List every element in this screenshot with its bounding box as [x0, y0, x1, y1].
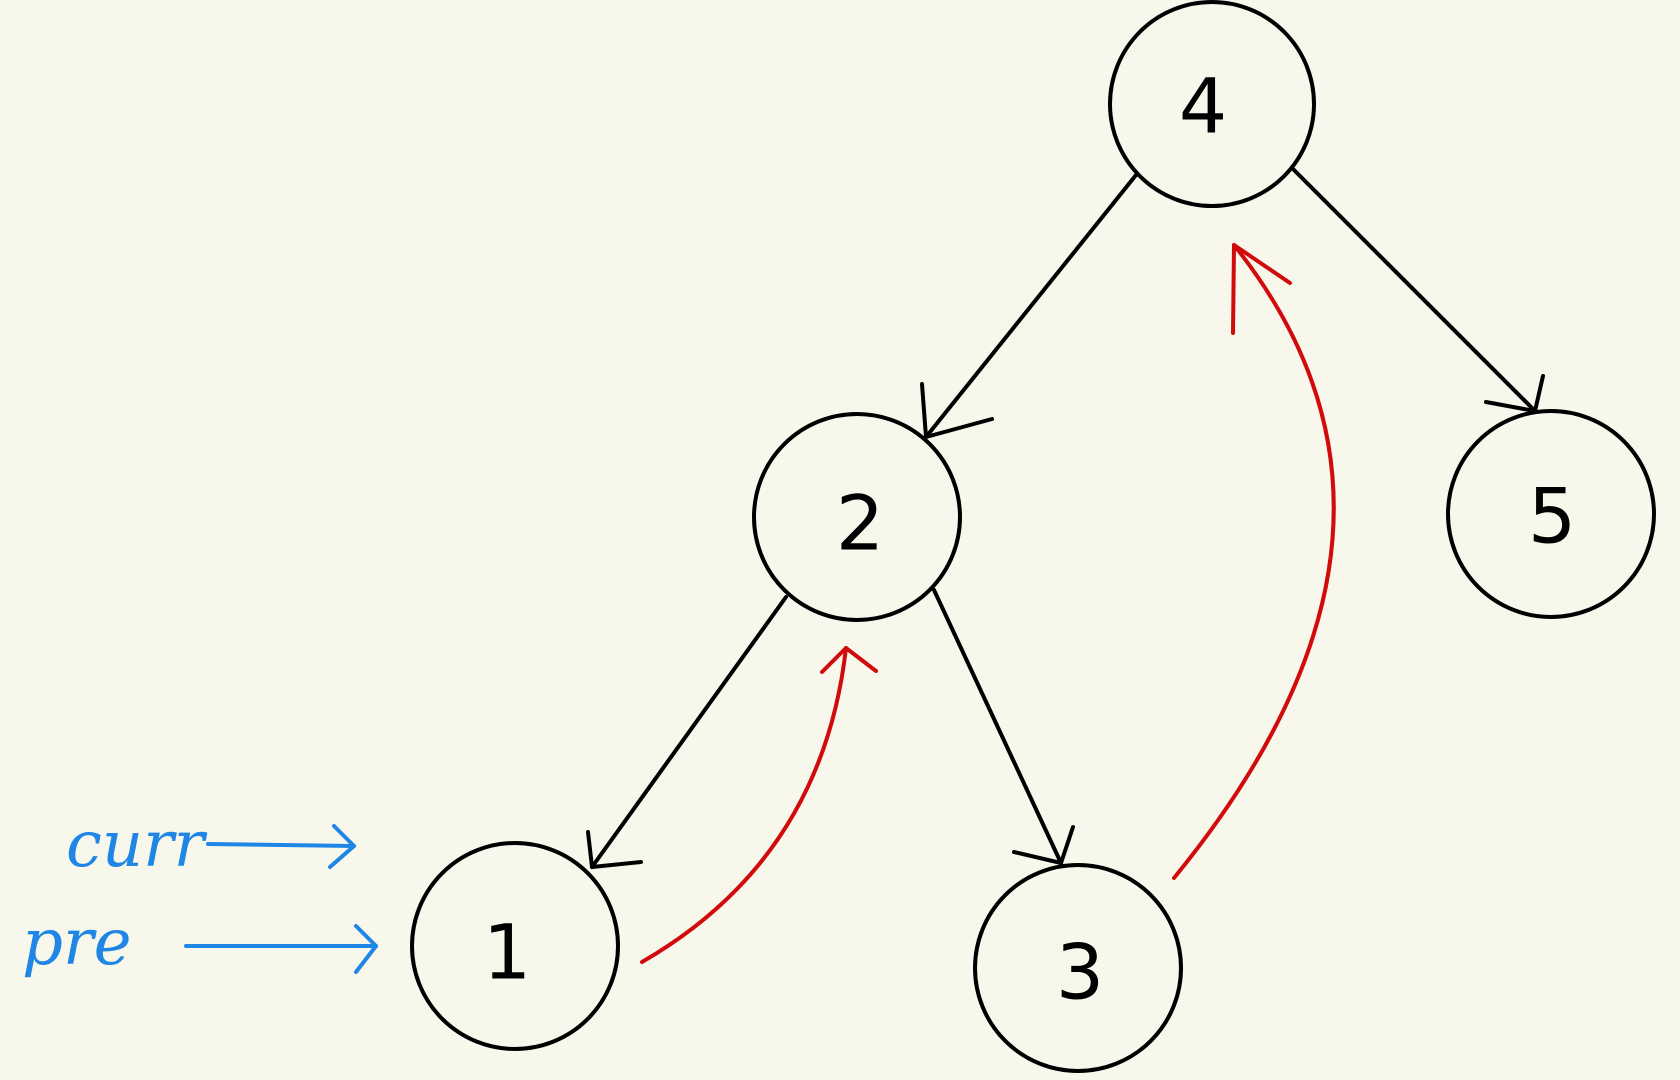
- node-label: 4: [1179, 62, 1227, 151]
- edge-4-to-5: [1291, 167, 1545, 413]
- tree-node: 3: [973, 863, 1183, 1073]
- tree-edges: [586, 167, 1545, 869]
- edge-2-to-1: [586, 595, 788, 869]
- node-label: 3: [1056, 928, 1104, 1017]
- tree-nodes: 4 2 5 1 3: [410, 0, 1656, 1073]
- pre-pointer: pre: [22, 906, 378, 980]
- tree-node: 4: [1108, 0, 1316, 208]
- node-label: 2: [836, 479, 884, 568]
- pointer-annotations: curr pre: [22, 808, 378, 980]
- tree-node: 2: [752, 412, 962, 622]
- thread-3-to-4: [1172, 243, 1336, 880]
- curr-pointer-label: curr: [66, 808, 208, 882]
- edge-4-to-2: [920, 173, 1138, 439]
- node-label: 1: [483, 908, 531, 997]
- thread-1-to-2: [640, 646, 878, 964]
- thread-arrows: [640, 243, 1336, 964]
- node-label: 5: [1528, 472, 1576, 561]
- pre-pointer-label: pre: [22, 906, 131, 980]
- curr-pointer: curr: [66, 808, 356, 882]
- tree-node: 5: [1446, 409, 1656, 619]
- edge-2-to-3: [932, 588, 1075, 865]
- tree-node: 1: [410, 841, 620, 1051]
